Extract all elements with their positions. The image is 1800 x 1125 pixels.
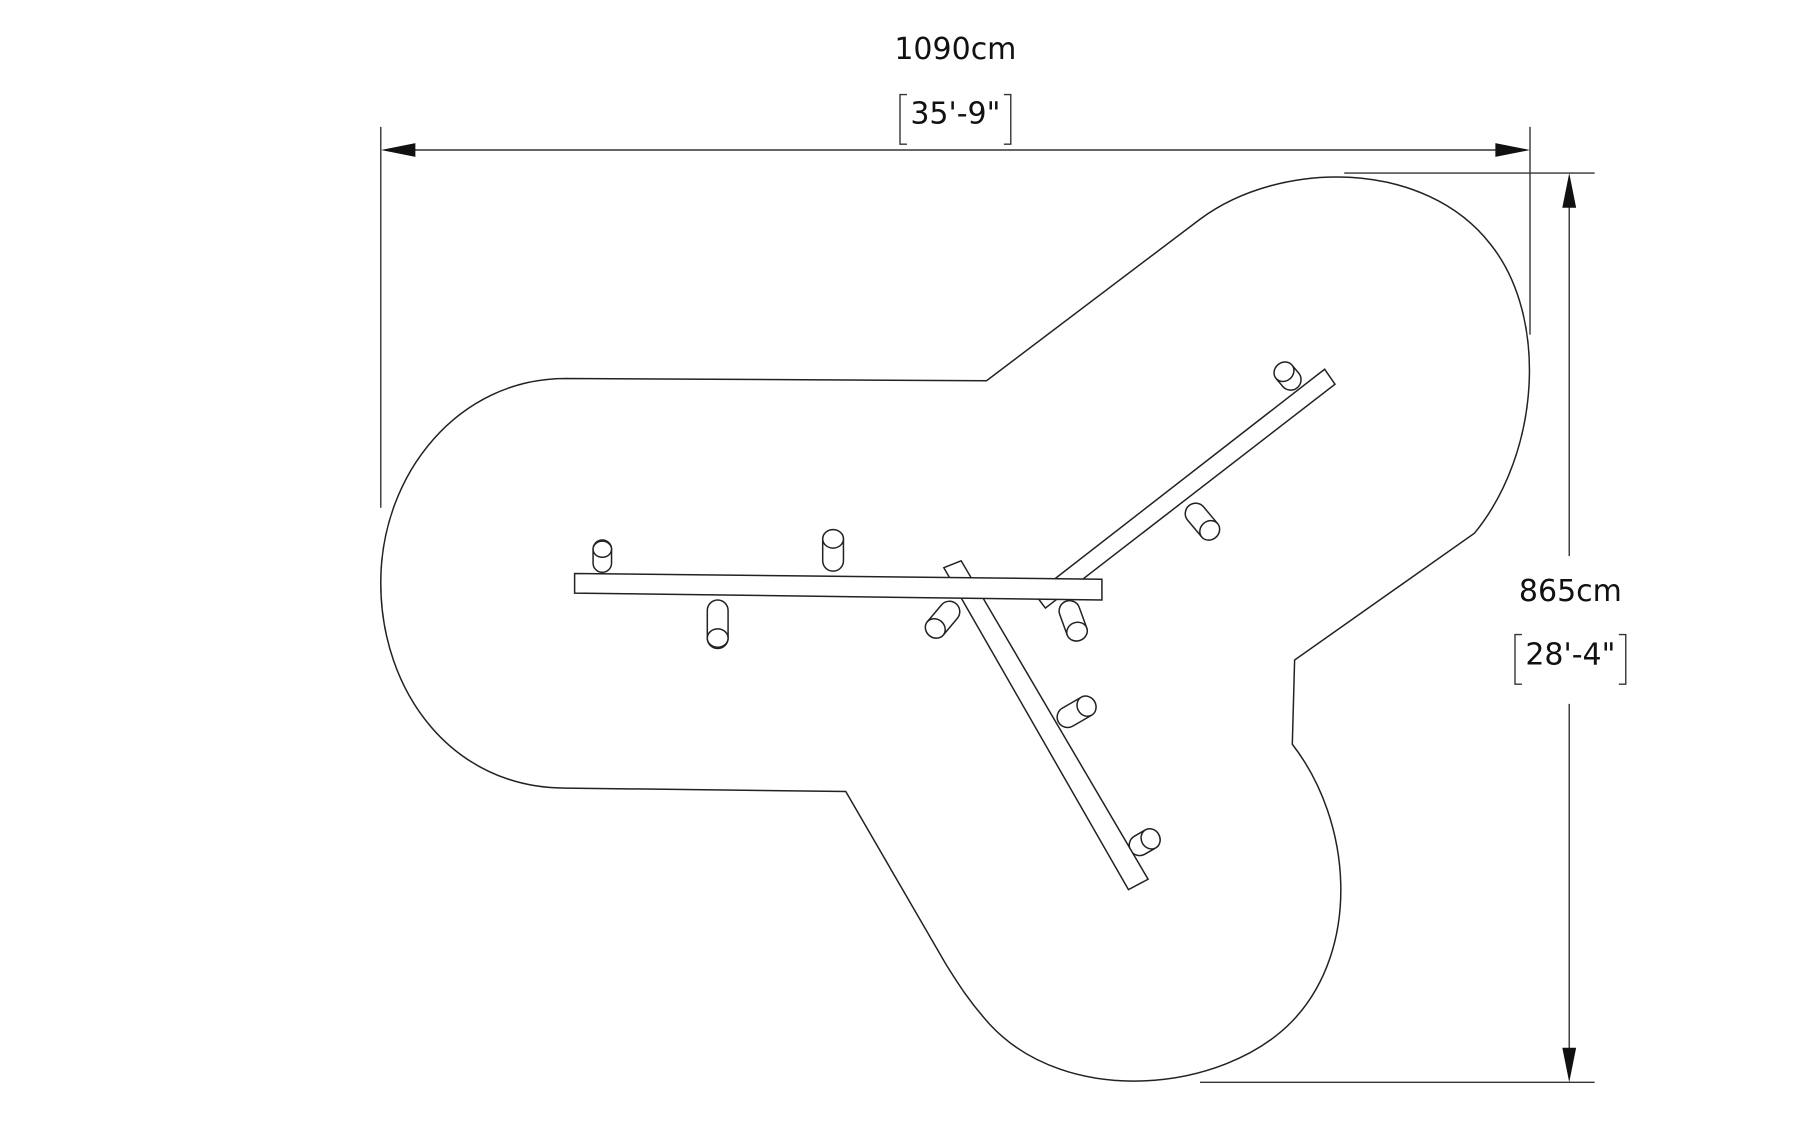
safety-zone-outline: [380, 176, 1531, 1082]
beam-lower: [942, 559, 1150, 891]
width-metric-label: 1090cm: [894, 32, 1016, 67]
arrow-down-icon: [1562, 1047, 1577, 1083]
arrow-up-icon: [1562, 173, 1577, 208]
arrow-right-icon: [1495, 143, 1530, 157]
beam-horizontal: [573, 572, 1103, 601]
width-dimension: 1090cm 35'-9": [380, 32, 1531, 508]
height-imperial-label: 28'-4": [1525, 638, 1615, 673]
width-imperial-label: 35'-9": [910, 96, 1000, 131]
arrow-left-icon: [380, 143, 416, 157]
seats: [592, 361, 1302, 857]
beam-upper-right: [1033, 368, 1337, 610]
height-metric-label: 865cm: [1519, 574, 1622, 609]
height-dimension: 865cm 28'-4": [1200, 172, 1627, 1083]
